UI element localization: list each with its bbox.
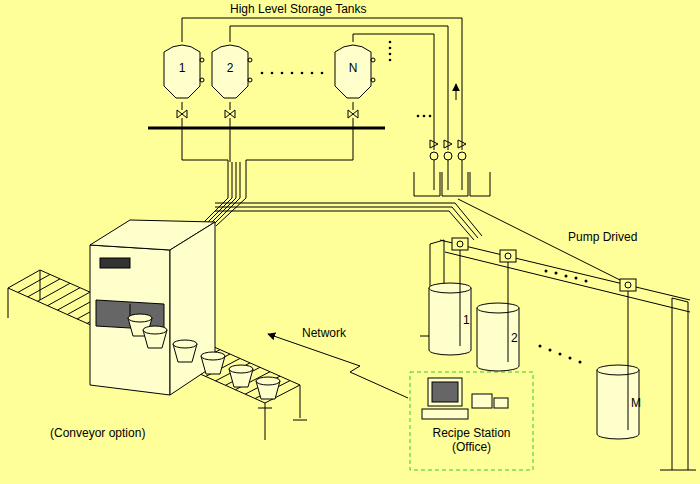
drum: 1 bbox=[428, 282, 472, 356]
pipe-bundle bbox=[200, 160, 620, 280]
item-number: 1 bbox=[463, 313, 470, 327]
roller bbox=[18, 274, 50, 292]
station-label: Recipe Station (Office) bbox=[422, 426, 522, 454]
pump-gantry bbox=[420, 238, 696, 470]
option-label: (Conveyor option) bbox=[48, 426, 147, 440]
buckets bbox=[128, 314, 280, 399]
recipe-station-box: Recipe Station (Office) bbox=[410, 372, 533, 470]
ellipsis-dots bbox=[261, 41, 588, 364]
network-link bbox=[268, 334, 408, 398]
roller bbox=[48, 288, 80, 306]
bucket-rim bbox=[173, 340, 197, 348]
tank-valves bbox=[148, 102, 385, 162]
roller bbox=[38, 283, 70, 301]
roller bbox=[57, 292, 90, 310]
item-number: 2 bbox=[511, 331, 518, 345]
return-pipes bbox=[182, 18, 462, 150]
item-number: 2 bbox=[227, 61, 234, 75]
item-number: M bbox=[631, 396, 641, 410]
roller bbox=[8, 270, 40, 288]
bucket-rim bbox=[256, 377, 280, 385]
item-number: N bbox=[349, 61, 358, 75]
drum: M bbox=[596, 364, 640, 440]
part-label: Pump Drived bbox=[566, 230, 639, 244]
roller bbox=[28, 279, 60, 297]
computer-icon bbox=[410, 372, 533, 470]
bucket-rim bbox=[143, 326, 167, 334]
bucket-rim bbox=[201, 352, 225, 360]
storage-tank: 1 bbox=[164, 42, 200, 102]
group-title: High Level Storage Tanks bbox=[228, 2, 369, 16]
drum: 2 bbox=[476, 302, 520, 372]
link-label: Network bbox=[300, 326, 348, 340]
dispensing-machine bbox=[90, 220, 215, 395]
storage-tank: 2 bbox=[212, 42, 248, 102]
item-number: 1 bbox=[179, 61, 186, 75]
bucket-rim bbox=[229, 365, 253, 373]
bucket-rim bbox=[128, 314, 152, 322]
storage-tank: N bbox=[335, 42, 371, 102]
source-pumps bbox=[414, 140, 490, 196]
